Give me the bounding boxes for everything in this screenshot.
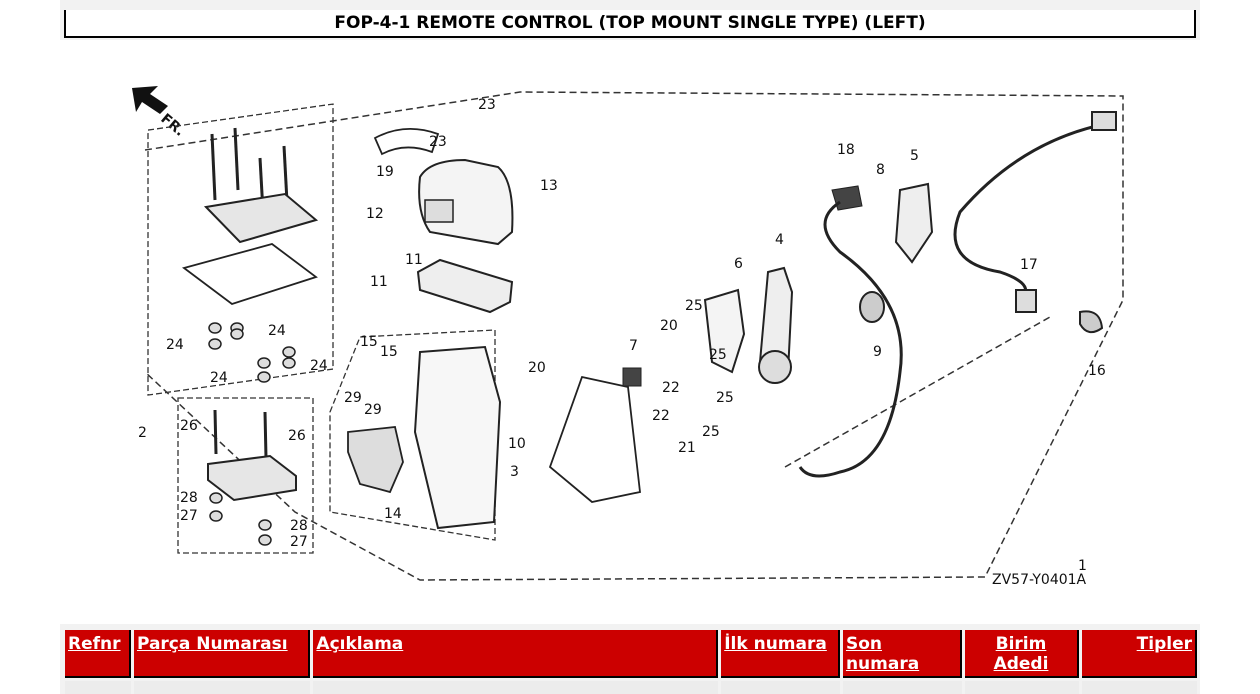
col-part-number[interactable]: Parça Numarası — [133, 630, 311, 678]
callout: 15 — [380, 344, 398, 360]
callout: 26 — [288, 428, 306, 444]
callout: 20 — [660, 318, 678, 334]
parts-table-wrapper: Refnr Parça Numarası Açıklama İlk numara… — [60, 624, 1200, 694]
callout: 29 — [344, 390, 362, 406]
col-last-number[interactable]: Son numara — [842, 630, 962, 678]
plug-top-icon — [1091, 111, 1117, 131]
direction-label: FR. — [157, 111, 187, 140]
housing-cover-12-icon — [418, 158, 514, 246]
front-direction-arrow-icon: FR. — [132, 86, 188, 140]
bracket-11-icon — [416, 258, 514, 314]
callout: 25 — [716, 390, 734, 406]
callout: 25 — [702, 424, 720, 440]
assembly-outline — [144, 91, 1124, 581]
spacer-block-icon — [207, 454, 297, 502]
callout: 24 — [310, 358, 328, 374]
parts-diagram: FR. — [120, 72, 1140, 597]
table-row — [65, 681, 1197, 694]
callout: 28 — [290, 518, 308, 534]
callout: 12 — [366, 206, 384, 222]
col-description[interactable]: Açıklama — [313, 630, 719, 678]
callout: 8 — [876, 162, 885, 178]
callout: 28 — [180, 490, 198, 506]
bearing-9-icon — [859, 291, 885, 323]
gasket-group-box — [147, 103, 334, 396]
callout: 15 — [360, 334, 378, 350]
callout: 19 — [376, 164, 394, 180]
cable-wire-icon — [798, 200, 903, 478]
callout: 14 — [384, 506, 402, 522]
callout: 27 — [290, 534, 308, 550]
page-title: FOP-4-1 REMOTE CONTROL (TOP MOUNT SINGLE… — [64, 10, 1196, 38]
col-first-number[interactable]: İlk numara — [721, 630, 840, 678]
gasket-sheet-7-icon — [548, 375, 641, 503]
callout: 24 — [210, 370, 228, 386]
callout: 5 — [910, 148, 919, 164]
callout: 16 — [1088, 363, 1106, 379]
gasket-sheet-icon — [181, 243, 318, 305]
callout: 24 — [268, 323, 286, 339]
callout: 13 — [540, 178, 558, 194]
callout: 20 — [528, 360, 546, 376]
callout: 1 — [1078, 558, 1087, 574]
drawing-code: ZV57-Y0401A — [992, 572, 1087, 588]
callout: 11 — [370, 274, 388, 290]
callout: 2 — [138, 425, 147, 441]
callout: 9 — [873, 344, 882, 360]
assembly-lower-line — [784, 316, 1051, 468]
callout: 23 — [478, 97, 496, 113]
callout: 3 — [510, 464, 519, 480]
grommet-16-icon — [1079, 310, 1104, 334]
plate-14-icon — [347, 426, 404, 494]
housing-window-icon — [424, 199, 454, 223]
callout: 22 — [662, 380, 680, 396]
callout: 4 — [775, 232, 784, 248]
gasket-plate-icon — [203, 192, 319, 244]
bracket-5-icon — [894, 182, 934, 264]
nuts-icon — [208, 322, 296, 383]
cover-19-icon — [373, 127, 440, 156]
exploded-view-drawing: FR. — [132, 86, 1124, 588]
callout: 22 — [652, 408, 670, 424]
cable-17-icon — [953, 122, 1106, 295]
callout: 29 — [364, 402, 382, 418]
col-refnr[interactable]: Refnr — [65, 630, 131, 678]
spacer-bolts-icon — [213, 409, 268, 459]
callout: 10 — [508, 436, 526, 452]
lever-body-3-icon — [413, 345, 502, 530]
callout: 23 — [429, 134, 447, 150]
callout-labels: 1 2 3 4 5 6 7 8 9 10 11 11 12 13 14 15 1… — [138, 97, 1106, 574]
spacer-group-box — [177, 397, 314, 554]
plug-17-icon — [1015, 289, 1037, 313]
col-types[interactable]: Tipler — [1082, 630, 1197, 678]
callout: 17 — [1020, 257, 1038, 273]
callout: 7 — [629, 338, 638, 354]
callout: 21 — [678, 440, 696, 456]
callout: 24 — [166, 337, 184, 353]
title-bar: FOP-4-1 REMOTE CONTROL (TOP MOUNT SINGLE… — [60, 0, 1200, 40]
callout: 11 — [405, 252, 423, 268]
parts-table: Refnr Parça Numarası Açıklama İlk numara… — [62, 627, 1200, 694]
col-unit-qty[interactable]: Birim Adedi — [964, 630, 1080, 678]
callout: 27 — [180, 508, 198, 524]
callout: 6 — [734, 256, 743, 272]
callout: 18 — [837, 142, 855, 158]
callout: 25 — [709, 347, 727, 363]
cap-7-icon — [622, 367, 642, 387]
table-header-row: Refnr Parça Numarası Açıklama İlk numara… — [65, 630, 1197, 678]
arm-6-icon — [703, 288, 746, 374]
spacer-nuts-icon — [209, 492, 272, 546]
callout: 25 — [685, 298, 703, 314]
callout: 26 — [180, 418, 198, 434]
hub-4-icon — [758, 350, 792, 384]
